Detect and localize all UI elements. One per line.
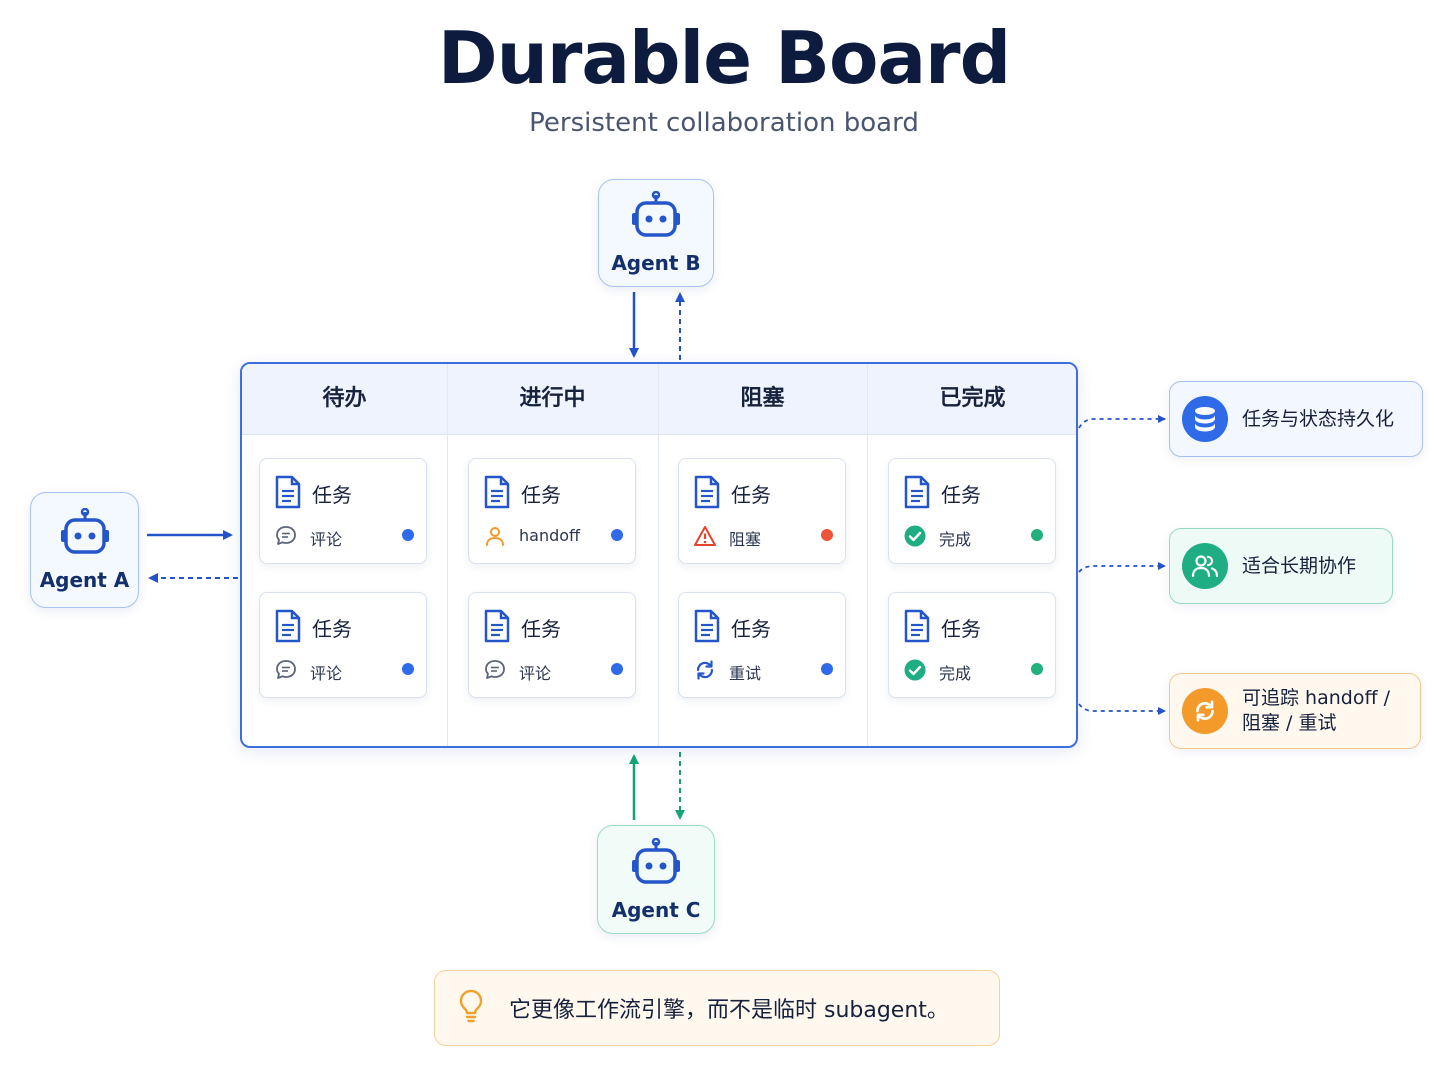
document-icon — [483, 609, 511, 647]
document-icon — [274, 475, 302, 513]
task-status: 重试 — [729, 664, 762, 683]
board-header — [242, 364, 1076, 435]
status-dot — [821, 663, 833, 675]
status-dot — [611, 663, 623, 675]
task-status: handoff — [519, 526, 581, 545]
task-title: 任务 — [731, 483, 771, 507]
summary-note: 它更像工作流引擎，而不是临时 subagent。 — [434, 970, 1000, 1046]
task-title: 任务 — [941, 617, 981, 641]
task-card[interactable]: 任务 重试 — [678, 592, 846, 698]
status-dot — [402, 529, 414, 541]
task-card[interactable]: 任务 完成 — [888, 592, 1056, 698]
note-text: 它更像工作流引擎，而不是临时 subagent。 — [509, 998, 949, 1023]
check-circle-icon — [903, 524, 927, 548]
document-icon — [693, 609, 721, 647]
feature-persistence: 任务与状态持久化 — [1169, 381, 1423, 457]
feature-label-line: 可追踪 handoff / — [1242, 687, 1390, 710]
lightbulb-icon — [457, 988, 485, 1028]
robot-icon — [57, 507, 113, 560]
task-status: 阻塞 — [729, 530, 762, 549]
task-card[interactable]: 任务 完成 — [888, 458, 1056, 564]
task-title: 任务 — [521, 483, 561, 507]
agent-a-node: Agent A — [30, 492, 139, 608]
task-status: 评论 — [310, 664, 343, 683]
task-status: 评论 — [519, 664, 552, 683]
status-dot — [402, 663, 414, 675]
status-dot — [1031, 663, 1043, 675]
kanban-board: 待办 进行中 阻塞 已完成 任务 评论 任务 评论 任务 handof — [240, 362, 1078, 748]
column-header-in-progress: 进行中 — [519, 386, 586, 411]
task-title: 任务 — [941, 483, 981, 507]
user-icon — [483, 524, 507, 548]
page-subtitle: Persistent collaboration board — [529, 108, 919, 138]
feature-label: 可追踪 handoff / 阻塞 / 重试 — [1242, 686, 1390, 735]
task-title: 任务 — [312, 617, 352, 641]
task-card[interactable]: 任务 handoff — [468, 458, 636, 564]
document-icon — [693, 475, 721, 513]
status-dot — [821, 529, 833, 541]
document-icon — [483, 475, 511, 513]
database-icon — [1182, 396, 1228, 442]
document-icon — [903, 475, 931, 513]
task-card[interactable]: 任务 阻塞 — [678, 458, 846, 564]
feature-1-connector — [1078, 415, 1166, 429]
agent-a-label: Agent A — [39, 568, 130, 592]
comment-icon — [274, 658, 298, 682]
task-title: 任务 — [731, 617, 771, 641]
comment-icon — [483, 658, 507, 682]
column-header-blocked: 阻塞 — [740, 386, 785, 411]
column-header-done: 已完成 — [939, 386, 1006, 411]
feature-label: 适合长期协作 — [1242, 554, 1357, 577]
task-title: 任务 — [312, 483, 352, 507]
document-icon — [274, 609, 302, 647]
task-card[interactable]: 任务 评论 — [259, 592, 427, 698]
feature-2-connector — [1078, 562, 1166, 573]
task-status: 完成 — [939, 530, 972, 549]
task-status: 完成 — [939, 664, 972, 683]
status-dot — [611, 529, 623, 541]
agent-b-node: Agent B — [598, 179, 714, 287]
feature-label-line: 阻塞 / 重试 — [1242, 712, 1337, 734]
task-title: 任务 — [521, 617, 561, 641]
agent-c-node: Agent C — [597, 825, 715, 934]
column-divider — [658, 364, 659, 746]
users-icon — [1182, 543, 1228, 589]
retry-icon — [693, 658, 717, 682]
status-dot — [1031, 529, 1043, 541]
agent-b-label: Agent B — [611, 251, 701, 275]
feature-traceable: 可追踪 handoff / 阻塞 / 重试 — [1169, 673, 1421, 749]
refresh-icon — [1182, 688, 1228, 734]
page-title: Durable Board — [437, 16, 1011, 100]
comment-icon — [274, 524, 298, 548]
task-card[interactable]: 任务 评论 — [468, 592, 636, 698]
feature-label: 任务与状态持久化 — [1242, 407, 1395, 430]
column-divider — [447, 364, 448, 746]
column-divider — [867, 364, 868, 746]
document-icon — [903, 609, 931, 647]
task-status: 评论 — [310, 530, 343, 549]
column-header-todo: 待办 — [322, 386, 367, 411]
agent-c-label: Agent C — [611, 897, 701, 922]
robot-icon — [628, 190, 684, 243]
warning-icon — [693, 524, 717, 548]
task-card[interactable]: 任务 评论 — [259, 458, 427, 564]
feature-3-connector — [1078, 703, 1166, 715]
robot-icon — [628, 837, 684, 890]
feature-long-term: 适合长期协作 — [1169, 528, 1393, 604]
check-circle-icon — [903, 658, 927, 682]
